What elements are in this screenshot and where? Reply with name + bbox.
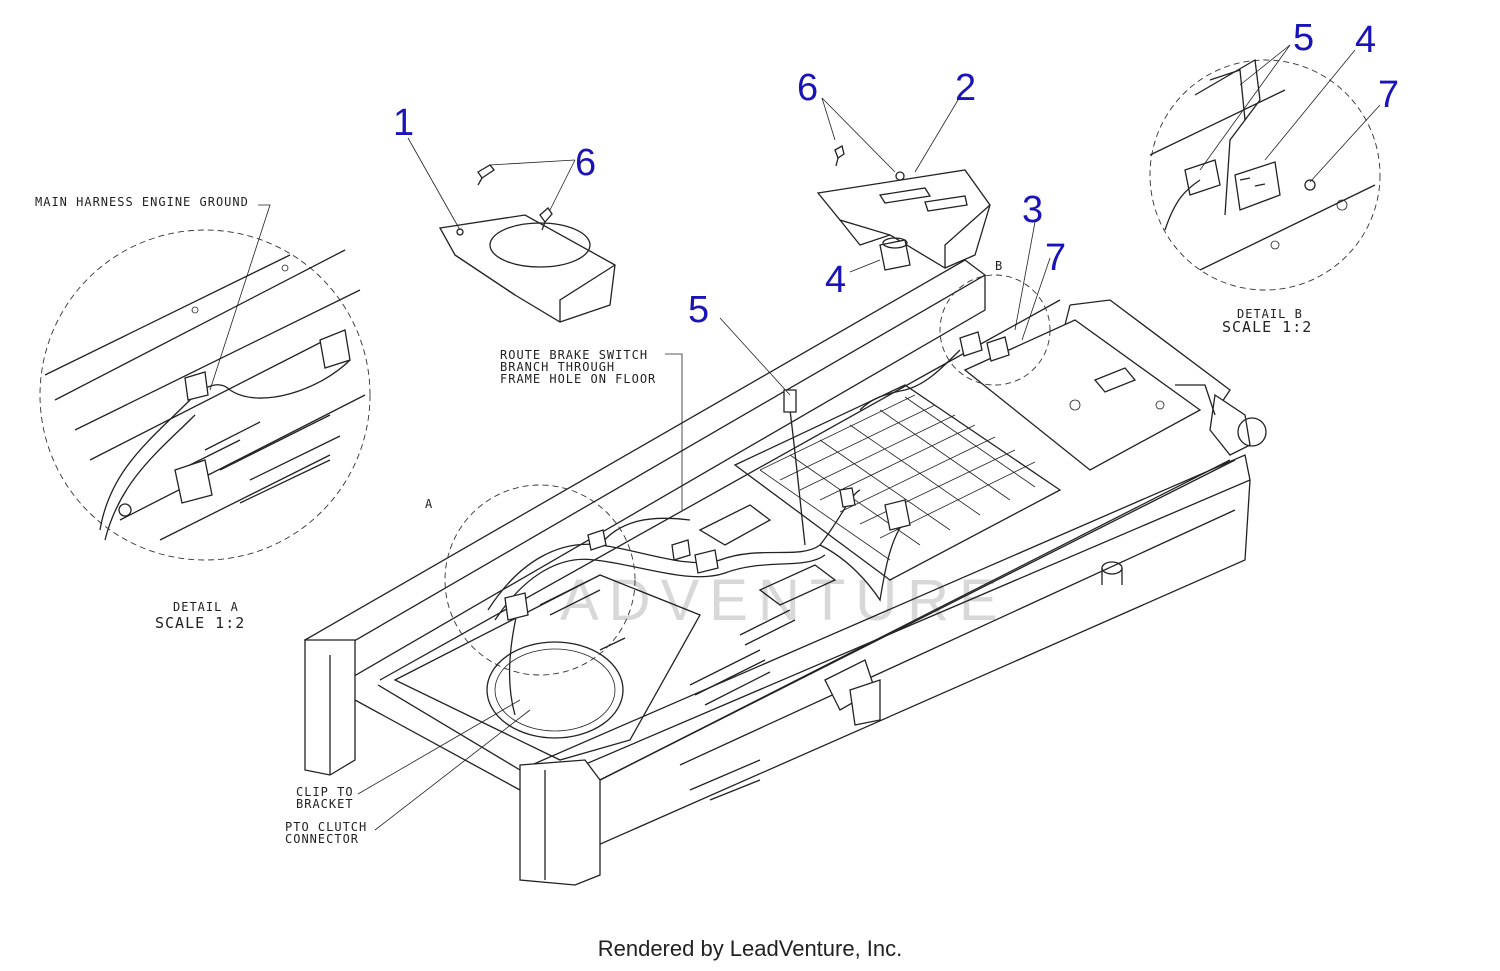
detail-a-region (444, 484, 636, 676)
callout-7-main: 7 (1045, 237, 1066, 279)
note-pto-1: PTO CLUTCH (285, 820, 367, 834)
callout-4-main: 4 (825, 259, 846, 301)
detail-b-title: DETAIL B (1237, 307, 1303, 321)
detail-b-marker: B (995, 259, 1003, 273)
wiring-harness (487, 331, 1010, 716)
control-panel-bracket-part (438, 164, 616, 323)
callout-1: 1 (393, 102, 414, 144)
callout-7-detail: 7 (1378, 74, 1399, 116)
detail-b-view (1149, 44, 1381, 291)
callout-5-detail: 5 (1293, 17, 1314, 59)
detail-a-title: DETAIL A (173, 600, 239, 614)
floor-grid-holes (759, 394, 1036, 561)
detail-a-marker: A (425, 497, 433, 511)
leader-lines (209, 97, 1051, 831)
note-clip-1: CLIP TO (296, 785, 354, 799)
note-engine-ground: MAIN HARNESS ENGINE GROUND (35, 195, 249, 209)
ignition-panel-part (816, 145, 991, 271)
detail-a-scale: SCALE 1:2 (155, 614, 245, 632)
note-brake-route-3: FRAME HOLE ON FLOOR (500, 372, 656, 386)
note-brake-route-2: BRANCH THROUGH (500, 360, 615, 374)
detail-a-view (39, 229, 371, 561)
mower-frame (303, 259, 1267, 886)
callout-6-panel: 6 (797, 67, 818, 109)
callout-2: 2 (955, 67, 976, 109)
detail-b-scale: SCALE 1:2 (1222, 318, 1312, 336)
callout-3: 3 (1022, 189, 1043, 231)
watermark-text: ADVENTURE (560, 568, 1008, 633)
callout-4-detail: 4 (1355, 19, 1376, 61)
callout-5-main: 5 (688, 289, 709, 331)
detail-b-region (939, 274, 1051, 386)
note-pto-2: CONNECTOR (285, 832, 359, 846)
note-brake-route-1: ROUTE BRAKE SWITCH (500, 348, 648, 362)
footer-credit: Rendered by LeadVenture, Inc. (597, 936, 903, 961)
callout-6-bracket: 6 (575, 142, 596, 184)
note-clip-2: BRACKET (296, 797, 354, 811)
